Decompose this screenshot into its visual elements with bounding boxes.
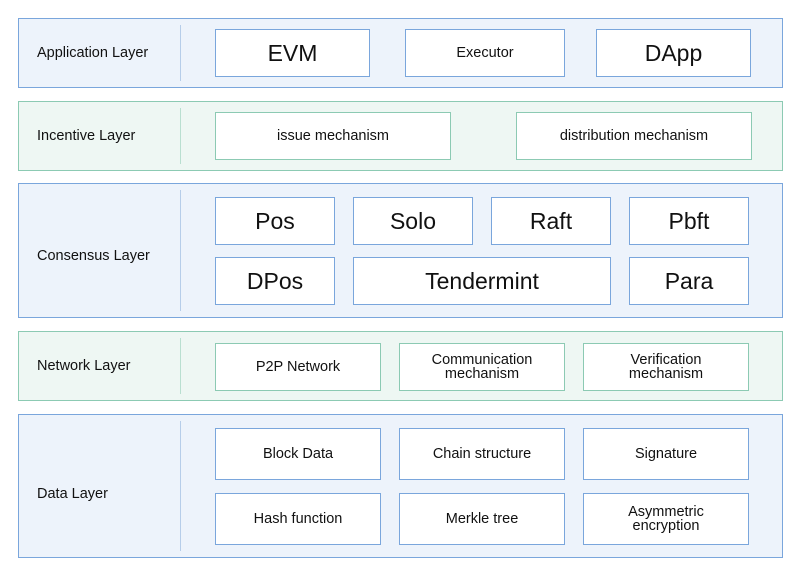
component-merkle-tree: Merkle tree — [399, 493, 565, 545]
network-layer: Network Layer P2P Network Communication … — [18, 331, 783, 401]
component-chain-structure: Chain structure — [399, 428, 565, 480]
layer-divider — [180, 108, 181, 164]
component-executor: Executor — [405, 29, 565, 77]
layer-label: Network Layer — [37, 358, 131, 374]
component-pos: Pos — [215, 197, 335, 245]
layer-divider — [180, 25, 181, 81]
component-issue-mechanism: issue mechanism — [215, 112, 451, 160]
component-signature: Signature — [583, 428, 749, 480]
component-verification-mechanism: Verification mechanism — [583, 343, 749, 391]
layer-label: Incentive Layer — [37, 128, 136, 144]
layer-label: Data Layer — [37, 486, 108, 502]
layer-divider — [180, 421, 181, 551]
layer-divider — [180, 338, 181, 394]
component-communication-mechanism: Communication mechanism — [399, 343, 565, 391]
component-dpos: DPos — [215, 257, 335, 305]
layer-label: Application Layer — [37, 45, 149, 61]
layer-divider — [180, 190, 181, 311]
component-pbft: Pbft — [629, 197, 749, 245]
incentive-layer: Incentive Layer issue mechanism distribu… — [18, 101, 783, 171]
component-raft: Raft — [491, 197, 611, 245]
component-tendermint: Tendermint — [353, 257, 611, 305]
component-dapp: DApp — [596, 29, 751, 77]
component-p2p-network: P2P Network — [215, 343, 381, 391]
layer-label: Consensus Layer — [37, 248, 150, 264]
data-layer: Data Layer Block Data Chain structure Si… — [18, 414, 783, 558]
component-block-data: Block Data — [215, 428, 381, 480]
component-distribution-mechanism: distribution mechanism — [516, 112, 752, 160]
component-para: Para — [629, 257, 749, 305]
component-evm: EVM — [215, 29, 370, 77]
application-layer: Application Layer EVM Executor DApp — [18, 18, 783, 88]
component-asymmetric-encryption: Asymmetric encryption — [583, 493, 749, 545]
component-solo: Solo — [353, 197, 473, 245]
component-hash-function: Hash function — [215, 493, 381, 545]
consensus-layer: Consensus Layer Pos Solo Raft Pbft DPos … — [18, 183, 783, 318]
